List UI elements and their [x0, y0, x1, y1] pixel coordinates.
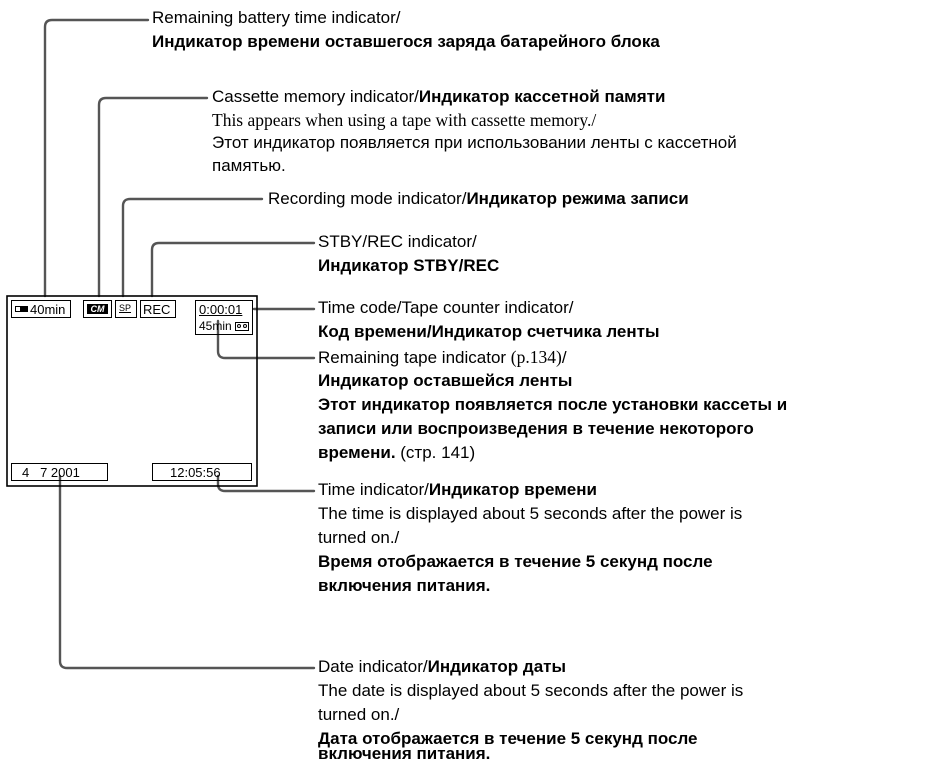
battery-time-value: 40min — [30, 302, 66, 317]
date-indicator: 4 7 2001 — [11, 463, 108, 481]
callout-stby-rec-ru: Индикатор STBY/REC — [318, 255, 499, 277]
callout-cassette-memory-en: Cassette memory indicator/ — [212, 87, 419, 106]
cassette-memory-icon: CM — [87, 304, 108, 314]
callout-cassette-memory-note-ru-1: Этот индикатор появляется при использова… — [212, 132, 737, 154]
callout-time-note-ru-2: включения питания. — [318, 575, 490, 597]
callout-time-code-en: Time code/Tape counter indicator/ — [318, 297, 573, 319]
callout-date-note-en-2: turned on./ — [318, 704, 399, 726]
callout-remaining-tape-note-ru-1: Этот индикатор появляется после установк… — [318, 394, 787, 416]
callout-remaining-tape-en: Remaining tape indicator (p.134)/ — [318, 346, 567, 369]
callout-time-note-en-1: The time is displayed about 5 seconds af… — [318, 503, 742, 525]
callout-recording-mode-ru: Индикатор режима записи — [466, 189, 689, 208]
callout-time-code-ru-text: Код времени/Индикатор счетчика ленты — [318, 322, 660, 341]
callout-time-note-en-1-text: The time is displayed about 5 seconds af… — [318, 504, 743, 523]
callout-date-note-ru-2-text: включения питания. — [318, 744, 491, 763]
callout-date-note-ru-1: Дата отображается в течение 5 секунд пос… — [318, 728, 698, 750]
callout-time-en: Time indicator/ — [318, 480, 429, 499]
callout-battery-ru-text: Индикатор времени оставшегося заряда бат… — [152, 32, 660, 51]
callout-time-note-en-2: turned on./ — [318, 527, 399, 549]
callout-battery-ru: Индикатор времени оставшегося заряда бат… — [152, 31, 660, 53]
leader-line-battery — [43, 18, 150, 298]
callout-remaining-tape-page-ref: (p.134) — [510, 347, 562, 367]
callout-remaining-tape-note-ru-1-text: Этот индикатор появляется после установк… — [318, 395, 788, 414]
callout-recording-mode-en: Recording mode indicator/ — [268, 189, 467, 208]
callout-remaining-tape-note-ru-3: времени. (стр. 141) — [318, 442, 475, 464]
stby-rec-value: REC — [143, 302, 171, 317]
callout-cassette-memory-note-ru-1-text: Этот индикатор появляется при использова… — [212, 133, 737, 152]
callout-recording-mode: Recording mode indicator/Индикатор режим… — [268, 188, 689, 210]
callout-remaining-tape-note-ru-3-text: времени. — [318, 443, 396, 462]
callout-remaining-tape-note-ru-2: записи или воспроизведения в течение нек… — [318, 418, 754, 440]
time-indicator: 12:05:56 — [152, 463, 252, 481]
callout-battery-en: Remaining battery time indicator/ — [152, 7, 401, 29]
date-value: 4 7 2001 — [22, 465, 80, 480]
time-value: 12:05:56 — [170, 465, 221, 480]
callout-remaining-tape-ru: Индикатор оставшейся ленты — [318, 370, 572, 392]
callout-time-ru: Индикатор времени — [428, 480, 597, 499]
callout-cassette-memory-note-ru-2: памятью. — [212, 155, 286, 177]
callout-cassette-memory-ru: Индикатор кассетной памяти — [418, 87, 666, 106]
callout-date-ru: Индикатор даты — [427, 657, 566, 676]
callout-time-note-ru-2-text: включения питания. — [318, 576, 491, 595]
callout-time-code-en-text: Time code/Tape counter indicator/ — [318, 298, 574, 317]
battery-indicator: 40min — [11, 300, 71, 318]
leader-line-stby-rec — [150, 241, 316, 298]
callout-remaining-tape-note-ru-2-text: записи или воспроизведения в течение нек… — [318, 419, 754, 438]
callout-time-note-ru-1-text: Время отображается в течение 5 секунд по… — [318, 552, 713, 571]
time-code-value: 0:00:01 — [199, 302, 243, 317]
time-code-indicator: 0:00:01 — [195, 300, 253, 319]
callout-date-note-en-1: The date is displayed about 5 seconds af… — [318, 680, 743, 702]
cassette-memory-indicator: CM — [83, 300, 112, 318]
callout-stby-rec-ru-text: Индикатор STBY/REC — [318, 256, 500, 275]
callout-date-note-ru-2: включения питания. — [318, 744, 490, 764]
recording-mode-indicator: SP — [115, 300, 137, 318]
callout-cassette-memory-title: Cassette memory indicator/Индикатор касс… — [212, 86, 665, 108]
callout-date-note-en-2-text: turned on./ — [318, 705, 400, 724]
callout-time-title: Time indicator/Индикатор времени — [318, 479, 597, 501]
remaining-tape-value: 45min — [199, 319, 232, 333]
callout-time-code-ru: Код времени/Индикатор счетчика ленты — [318, 321, 659, 343]
callout-cassette-memory-note-en: This appears when using a tape with cass… — [212, 109, 596, 131]
leader-line-cassette-memory — [97, 96, 209, 298]
callout-date-title: Date indicator/Индикатор даты — [318, 656, 566, 678]
callout-remaining-tape-slash: / — [561, 348, 567, 367]
callout-time-note-en-2-text: turned on./ — [318, 528, 400, 547]
callout-time-note-ru-1: Время отображается в течение 5 секунд по… — [318, 551, 713, 573]
callout-date-en: Date indicator/ — [318, 657, 428, 676]
tape-cassette-icon — [235, 322, 249, 331]
callout-cassette-memory-note-en-text: This appears when using a tape with cass… — [212, 110, 597, 130]
callout-stby-rec-en: STBY/REC indicator/ — [318, 231, 477, 253]
stby-rec-indicator: REC — [140, 300, 176, 318]
callout-remaining-tape-page-ref-ru: (стр. 141) — [395, 443, 476, 462]
callout-cassette-memory-note-ru-2-text: памятью. — [212, 156, 286, 175]
callout-date-note-en-1-text: The date is displayed about 5 seconds af… — [318, 681, 744, 700]
leader-line-recording-mode — [121, 197, 264, 298]
callout-battery-en-text: Remaining battery time indicator/ — [152, 8, 401, 27]
remaining-tape-indicator: 45min — [195, 319, 253, 335]
callout-remaining-tape-ru-text: Индикатор оставшейся ленты — [318, 371, 573, 390]
leader-line-date — [58, 474, 316, 670]
battery-icon — [15, 306, 28, 312]
callout-stby-rec-en-text: STBY/REC indicator/ — [318, 232, 477, 251]
callout-remaining-tape-en-text: Remaining tape indicator — [318, 348, 511, 367]
recording-mode-value: SP — [119, 303, 132, 313]
callout-date-note-ru-1-text: Дата отображается в течение 5 секунд пос… — [318, 729, 698, 748]
